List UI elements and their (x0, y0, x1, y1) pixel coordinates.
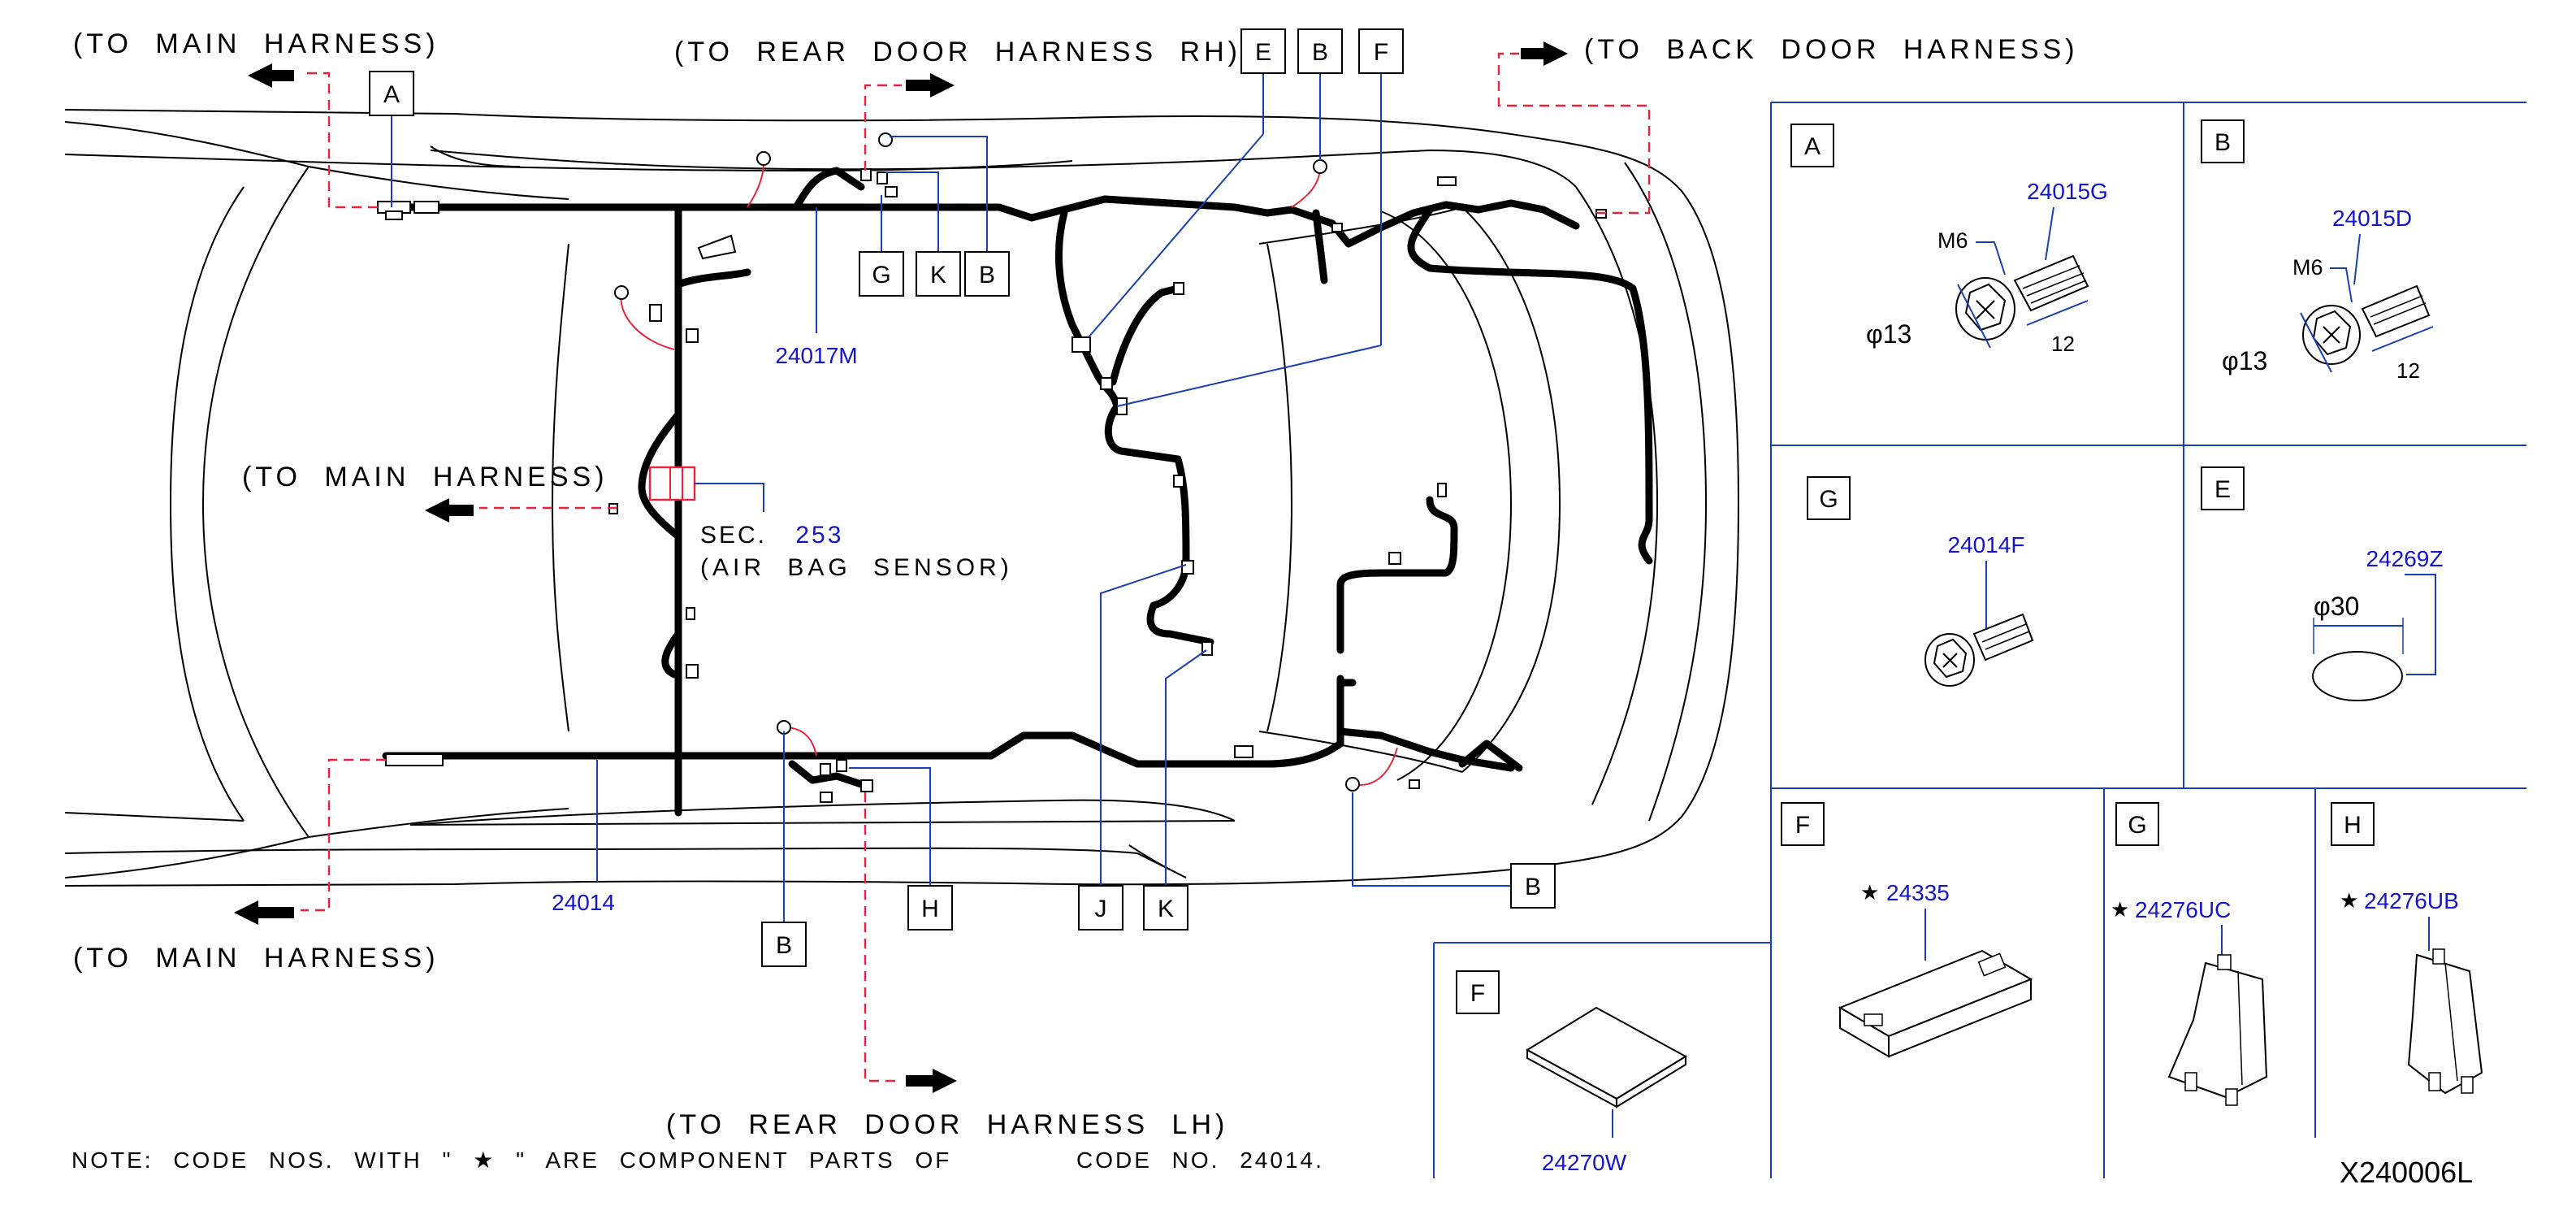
panel-e-id: E (2214, 476, 2231, 503)
connector-icon (1838, 949, 2033, 1058)
callout-j-bottom: J (1078, 885, 1123, 931)
leader-lines (391, 69, 1511, 922)
panel-b-id: B (2214, 129, 2231, 156)
panel-a: A 24015G M6 φ13 12 (1790, 124, 2108, 356)
panel-a-part-code: 24015G (2027, 179, 2108, 204)
panel-g-clip: G ★ 24276UC (2111, 802, 2268, 1106)
star-icon: ★ (1860, 880, 1879, 904)
label-to-main-harness-top: (TO MAIN HARNESS) (73, 28, 439, 59)
callout-e-top: E (1240, 28, 1286, 74)
callout-b-text: B (1312, 39, 1328, 66)
callout-b-text: B (776, 932, 792, 959)
arrow-left-icon (234, 900, 294, 925)
panel-b-diameter: φ13 (2222, 346, 2267, 375)
panel-h-part-code: 24276UB (2364, 888, 2459, 913)
panel-e-part-code: 24269Z (2366, 546, 2444, 571)
callout-b-text: B (979, 262, 995, 288)
callout-b-top: B (1297, 28, 1343, 74)
panel-b-part-code: 24015D (2332, 206, 2412, 231)
panel-g-clip-part-code: 24276UC (2135, 897, 2231, 922)
callout-a-text: A (383, 81, 400, 108)
panel-b-thread: M6 (2292, 255, 2323, 280)
note-code-text: CODE NO. 24014. (1076, 1147, 1324, 1173)
callout-a-top: A (369, 71, 414, 116)
panel-e-diameter: φ30 (2314, 592, 2359, 621)
svg-text:SEC. 253: SEC. 253 (700, 522, 843, 549)
star-icon: ★ (473, 1147, 496, 1173)
drawing-id: X240006L (2340, 1156, 2473, 1189)
panel-a-thread: M6 (1937, 228, 1968, 253)
callout-b-cluster: B (964, 251, 1010, 297)
callout-b-bottom: B (761, 922, 807, 967)
callout-k-text: K (930, 262, 946, 288)
callout-k-bottom: K (1143, 885, 1188, 931)
label-to-back-door-harness: (TO BACK DOOR HARNESS) (1584, 34, 2079, 65)
panel-b-length: 12 (2396, 358, 2420, 383)
panel-b: B 24015D M6 φ13 12 (2201, 119, 2434, 383)
label-to-rear-door-harness-lh: (TO REAR DOOR HARNESS LH) (666, 1109, 1228, 1140)
grommet-icon (2312, 651, 2403, 701)
car-body-outline (64, 109, 1740, 887)
part-code-24017m: 24017M (775, 343, 857, 368)
pad-icon (1526, 1006, 1687, 1108)
note-suffix: " ARE COMPONENT PARTS OF (496, 1147, 951, 1173)
part-code-24014: 24014 (552, 890, 615, 915)
panel-a-length: 12 (2051, 332, 2075, 356)
bolt-flange-icon (2302, 284, 2431, 365)
label-sec: SEC. (700, 522, 767, 549)
label-air-bag-sensor: (AIR BAG SENSOR) (700, 554, 1013, 581)
panel-f-pad: F 24270W (1456, 970, 1687, 1175)
callout-k-text: K (1158, 896, 1174, 922)
callout-boxes: A E B F G K B B (369, 28, 1556, 967)
label-sec-number: 253 (795, 522, 843, 549)
bolt-icon (1924, 613, 2034, 687)
panel-h-clip: H ★ 24276UB (2331, 802, 2483, 1095)
panel-f-id: F (1795, 812, 1810, 839)
label-to-rear-door-harness-rh: (TO REAR DOOR HARNESS RH) (674, 37, 1241, 67)
clip-icon (2167, 954, 2268, 1106)
callout-f-top: F (1358, 28, 1404, 74)
callout-h-text: H (921, 896, 939, 922)
diagram-labels: (TO MAIN HARNESS) (TO REAR DOOR HARNESS … (71, 28, 2473, 1189)
label-to-main-harness-bottom: (TO MAIN HARNESS) (73, 943, 439, 974)
panel-g-part-code: 24014F (1948, 532, 2025, 557)
star-icon: ★ (2340, 888, 2358, 913)
note-prefix: NOTE: CODE NOS. WITH " (71, 1147, 473, 1173)
clip-icon (2407, 948, 2483, 1095)
panel-g-bolt: G 24014F (1807, 476, 2034, 687)
arrow-right-icon (906, 1069, 957, 1093)
callout-g-text: G (872, 262, 890, 288)
callout-e-text: E (1255, 39, 1271, 66)
callout-f-text: F (1374, 39, 1388, 66)
arrow-right-icon (1521, 41, 1568, 66)
panel-f-pad-part-code: 24270W (1542, 1150, 1627, 1175)
callout-g-cluster: G (859, 251, 904, 297)
callout-j-text: J (1095, 896, 1107, 922)
bolt-flange-icon (1955, 254, 2089, 341)
panel-f-part-code: 24335 (1886, 880, 1950, 905)
parts-panels: A 24015G M6 φ13 12 B 24015D (1433, 102, 2526, 1178)
panel-g-clip-id: G (2128, 812, 2146, 839)
callout-h-bottom: H (907, 885, 953, 931)
panel-f-connector: F ★ 24335 (1781, 802, 2033, 1058)
arrow-right-icon (906, 73, 955, 98)
callout-k-cluster: K (916, 251, 961, 297)
callout-b-text: B (1525, 874, 1541, 900)
panel-a-diameter: φ13 (1866, 319, 1911, 349)
panel-a-id: A (1804, 133, 1821, 160)
harness-links (234, 41, 1651, 1093)
arrow-left-icon (248, 63, 294, 88)
svg-text:NOTE: CODE NOS. WITH " ★ ": NOTE: CODE NOS. WITH " ★ " ARE COMPONENT… (71, 1147, 951, 1173)
panel-f-pad-id: F (1470, 980, 1485, 1007)
panel-e: E 24269Z φ30 (2201, 466, 2444, 701)
arrow-left-icon (425, 498, 474, 523)
label-to-main-harness-mid: (TO MAIN HARNESS) (242, 462, 608, 492)
callout-b-right: B (1510, 863, 1556, 909)
panel-g-id: G (1819, 486, 1838, 513)
panel-h-id: H (2344, 812, 2362, 839)
star-icon: ★ (2111, 897, 2129, 922)
